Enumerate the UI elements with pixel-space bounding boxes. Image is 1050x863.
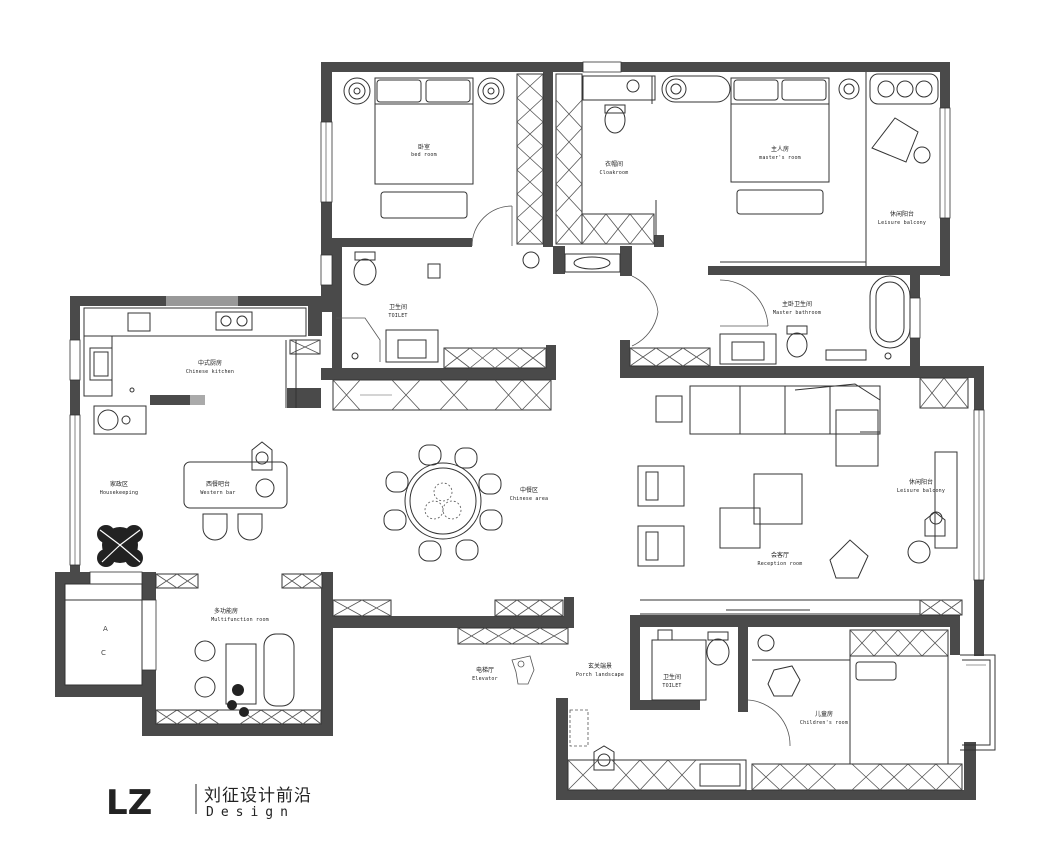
label-chinese-area-en: Chinese area xyxy=(510,496,549,502)
plant-icon-small xyxy=(227,684,249,717)
label-bedroom-en: bed room xyxy=(411,152,437,158)
room-labels: 卧室 bed room 衣帽间 Cloakroom 主人房 master's r… xyxy=(100,143,945,726)
logo: LZ 刘征设计前沿 Design xyxy=(106,783,312,823)
label-master-bathroom-zh: 主卧卫生间 xyxy=(782,300,812,308)
label-leisure-balcony-top-zh: 休闲阳台 xyxy=(890,210,914,218)
label-elevator-zh: 电梯厅 xyxy=(476,666,494,674)
label-reception-zh: 会客厅 xyxy=(771,551,789,559)
label-kitchen-zh: 中式厨房 xyxy=(198,359,222,367)
label-multifunction-en: Multifunction room xyxy=(211,617,269,623)
furniture: A C xyxy=(64,72,958,787)
label-bedroom-zh: 卧室 xyxy=(418,143,430,151)
label-leisure-balcony-top-en: Leisure balcony xyxy=(878,220,926,226)
wardrobes xyxy=(155,73,969,791)
label-housekeeping-zh: 家政区 xyxy=(110,480,128,488)
label-porch-zh: 玄关端景 xyxy=(588,662,612,670)
windows xyxy=(69,61,996,751)
label-chinese-area-zh: 中餐区 xyxy=(520,486,538,494)
label-toilet-top-zh: 卫生间 xyxy=(389,303,407,311)
label-western-bar-zh: 西餐吧台 xyxy=(206,480,230,488)
label-multifunction-zh: 多功能房 xyxy=(214,607,238,615)
label-cloakroom-zh: 衣帽间 xyxy=(605,160,623,168)
label-housekeeping-en: Housekeeping xyxy=(100,490,139,496)
logo-chinese-name: 刘征设计前沿 xyxy=(204,786,312,806)
label-toilet-bottom-zh: 卫生间 xyxy=(663,673,681,681)
svg-text:C: C xyxy=(101,649,106,657)
label-porch-en: Porch landscape xyxy=(576,672,624,678)
label-cloakroom-en: Cloakroom xyxy=(600,170,629,176)
label-toilet-top-en: TOILET xyxy=(388,313,407,319)
svg-text:A: A xyxy=(103,625,108,633)
label-leisure-balcony-right-en: Leisure balcony xyxy=(897,488,945,494)
label-childrens-room-zh: 儿童房 xyxy=(815,710,833,718)
label-elevator-en: Elevator xyxy=(472,676,498,682)
plant-icon xyxy=(97,525,143,567)
label-western-bar-en: Western bar xyxy=(200,490,235,496)
label-toilet-bottom-en: TOILET xyxy=(662,683,681,689)
logo-mark: LZ xyxy=(106,783,152,823)
label-kitchen-en: Chinese kitchen xyxy=(186,369,234,375)
label-leisure-balcony-right-zh: 休闲阳台 xyxy=(909,478,933,486)
label-master-room-en: master's room xyxy=(759,155,801,161)
label-master-bathroom-en: Master bathroom xyxy=(773,310,821,316)
label-childrens-room-en: Children's room xyxy=(800,720,848,726)
label-master-room-zh: 主人房 xyxy=(771,145,789,153)
label-reception-en: Reception room xyxy=(758,561,803,567)
logo-english-name: Design xyxy=(206,805,295,820)
